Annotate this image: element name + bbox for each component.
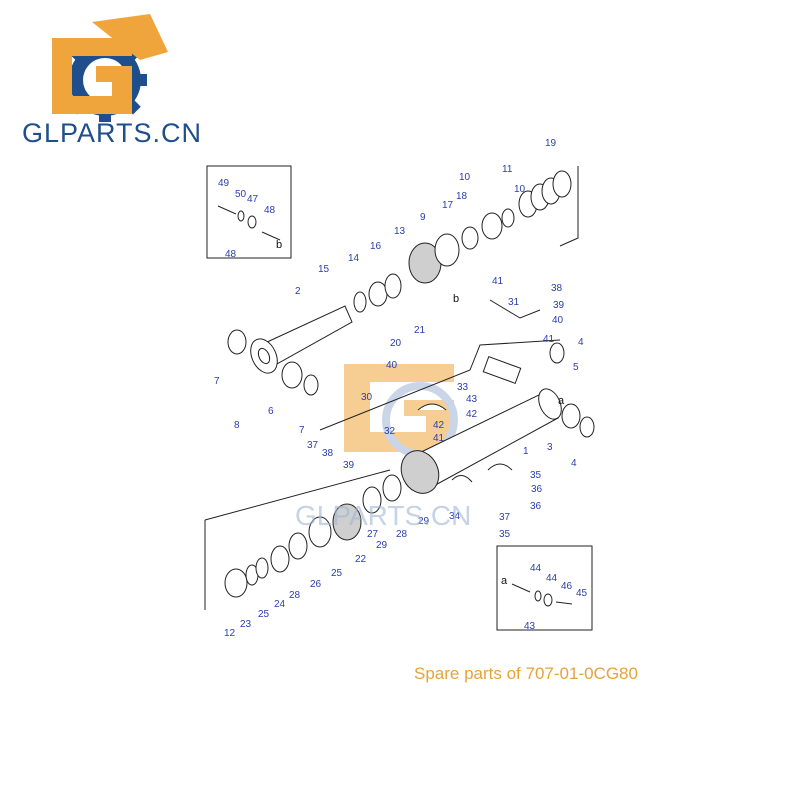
part-label-37: 37 [499,512,511,523]
part-label-20: 20 [390,338,402,349]
part-label-24: 24 [274,599,286,610]
part-label-36: 36 [531,484,543,495]
spare-parts-caption: Spare parts of 707-01-0CG80 [414,664,638,683]
part-label-4: 4 [571,458,577,469]
part-label-35: 35 [499,529,511,540]
part-label-3: 3 [547,442,553,453]
part-label-29: 29 [418,516,430,527]
part-label-39: 39 [553,300,565,311]
part-label-9: 9 [420,212,426,223]
part-label-10: 10 [459,172,471,183]
part-label-34: 34 [449,511,461,522]
part-label-29: 29 [376,540,388,551]
part-label-11: 11 [502,164,513,175]
cylinder-tube [400,388,562,494]
view-marker-a-inset: a [501,575,508,587]
piston-rod [250,305,353,374]
part-label-44: 44 [546,573,558,584]
part-label-47: 47 [247,194,259,205]
part-label-7: 7 [214,376,220,387]
part-number-labels: 1234456778910101112131415161718192021222… [214,138,588,639]
part-label-28: 28 [396,529,408,540]
part-label-32: 32 [384,426,396,437]
part-label-41: 41 [543,334,555,345]
part-label-25: 25 [258,609,270,620]
part-label-44: 44 [530,563,542,574]
view-marker-a-main: a [558,395,565,407]
watermark-text: GLPARTS.CN [295,500,471,531]
part-label-38: 38 [551,283,563,294]
part-label-37: 37 [307,440,319,451]
part-label-17: 17 [442,200,454,211]
part-label-10: 10 [514,184,526,195]
part-label-30: 30 [361,392,373,403]
part-label-7: 7 [299,425,305,436]
inset-box-b [206,165,292,259]
part-label-33: 33 [457,382,469,393]
part-label-39: 39 [343,460,355,471]
part-label-36: 36 [530,501,542,512]
part-label-41: 41 [492,276,504,287]
part-label-40: 40 [386,360,398,371]
part-label-26: 26 [310,579,322,590]
part-label-5: 5 [573,362,579,373]
part-label-22: 22 [355,554,367,565]
part-label-18: 18 [456,191,468,202]
part-label-8: 8 [234,420,240,431]
seal-rings-top [353,170,572,313]
view-marker-b-inset: b [276,239,282,251]
part-label-12: 12 [224,628,236,639]
glparts-logo [52,14,168,122]
part-label-25: 25 [331,568,343,579]
part-label-48: 48 [264,205,276,216]
part-label-42: 42 [433,420,445,431]
part-label-45: 45 [576,588,588,599]
part-label-41: 41 [433,433,445,444]
part-label-4: 4 [578,337,584,348]
part-label-28: 28 [289,590,301,601]
inset-box-a [496,545,593,631]
part-label-48: 48 [225,249,237,260]
part-label-13: 13 [394,226,406,237]
part-label-15: 15 [318,264,330,275]
part-label-40: 40 [552,315,564,326]
part-label-23: 23 [240,619,252,630]
part-label-46: 46 [561,581,573,592]
part-label-43: 43 [524,621,536,632]
part-label-16: 16 [370,241,382,252]
seal-rings-bottom [224,474,402,598]
part-label-21: 21 [414,325,426,336]
brand-name: GLPARTS.CN [22,118,203,148]
part-label-2: 2 [295,286,301,297]
part-label-49: 49 [218,178,230,189]
part-label-50: 50 [235,189,247,200]
part-label-6: 6 [268,406,274,417]
part-label-35: 35 [530,470,542,481]
part-label-1: 1 [523,446,529,457]
part-label-31: 31 [508,297,520,308]
part-label-38: 38 [322,448,334,459]
part-label-19: 19 [545,138,557,149]
part-label-27: 27 [367,529,379,540]
part-label-42: 42 [466,409,478,420]
part-label-43: 43 [466,394,478,405]
view-marker-b-main: b [453,293,459,305]
part-label-14: 14 [348,253,360,264]
